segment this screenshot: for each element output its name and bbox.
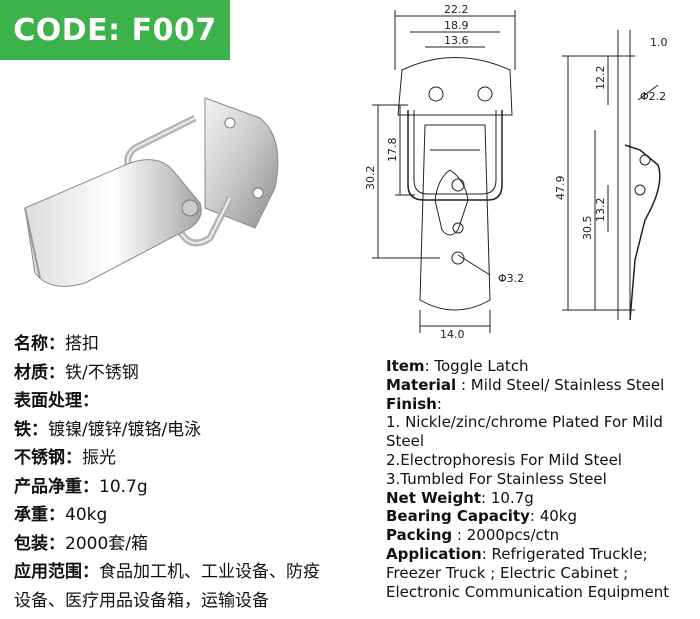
en-material-row: Material : Mild Steel/ Stainless Steel [386, 375, 665, 394]
en-finish-2: 2.Electrophoresis For Mild Steel [386, 450, 622, 469]
dim-h1: 12.2 [594, 66, 607, 91]
dim-hole2: Φ3.2 [498, 272, 524, 285]
en-finish-1: 1. Nickle/zinc/chrome Plated For Mild St… [386, 413, 663, 451]
cn-weight-row: 产品净重：10.7g [14, 476, 148, 497]
en-app-3: Electronic Communication Equipment [386, 582, 670, 601]
en-app-2: Freezer Truck ; Electric Cabinet ; [386, 563, 629, 582]
cn-finish-row: 表面处理： [14, 391, 99, 411]
product-code: CODE: F007 [13, 12, 217, 48]
cn-item-row: 名称：搭扣 [14, 334, 99, 354]
technical-drawing: 22.2 18.9 13.6 1.0 Φ2.2 Φ3.2 14.0 30.2 1… [364, 3, 668, 341]
dim-h6: 13.2 [594, 198, 607, 223]
dim-w1: 22.2 [444, 3, 469, 16]
dim-w2: 18.9 [444, 19, 469, 32]
dim-w4: 14.0 [440, 328, 465, 341]
dim-thickness: 1.0 [650, 36, 668, 49]
dim-h5: 30.5 [581, 216, 594, 241]
dim-hole: Φ2.2 [640, 90, 666, 103]
cn-pack-row: 包装：2000套/箱 [14, 533, 148, 554]
cn-ss-row: 不锈钢：振光 [14, 448, 116, 468]
en-app-row: Application: Refrigerated Truckle; [386, 544, 648, 563]
cn-load-row: 承重：40kg [14, 505, 108, 525]
en-finish-3: 3.Tumbled For Stainless Steel [386, 469, 607, 488]
product-code-badge: CODE: F007 [0, 0, 230, 60]
cn-app-row: 应用范围：食品加工机、工业设备、防疫 [14, 562, 320, 582]
en-load-row: Bearing Capacity: 40kg [386, 507, 578, 526]
product-photo [24, 97, 279, 287]
cn-iron-row: 铁：镀镍/镀锌/镀铬/电泳 [14, 419, 202, 440]
en-weight-row: Net Weight: 10.7g [386, 488, 534, 507]
dim-w3: 13.6 [444, 34, 469, 47]
cn-material-row: 材质：铁/不锈钢 [14, 362, 139, 383]
dim-h3: 17.8 [386, 138, 399, 163]
dim-h4: 47.9 [554, 176, 567, 201]
en-pack-row: Packing : 2000pcs/ctn [386, 526, 560, 545]
english-spec-list: Item: Toggle Latch Material : Mild Steel… [386, 357, 698, 601]
en-item-row: Item: Toggle Latch [386, 357, 529, 375]
dim-h2: 30.2 [364, 166, 377, 191]
cn-app-row-2: 设备、医疗用品设备箱，运输设备 [14, 590, 269, 611]
en-finish-row: Finish: [386, 394, 442, 413]
chinese-spec-list: 名称：搭扣 材质：铁/不锈钢 表面处理： 铁：镀镍/镀锌/镀铬/电泳 不锈钢：振… [14, 330, 386, 615]
